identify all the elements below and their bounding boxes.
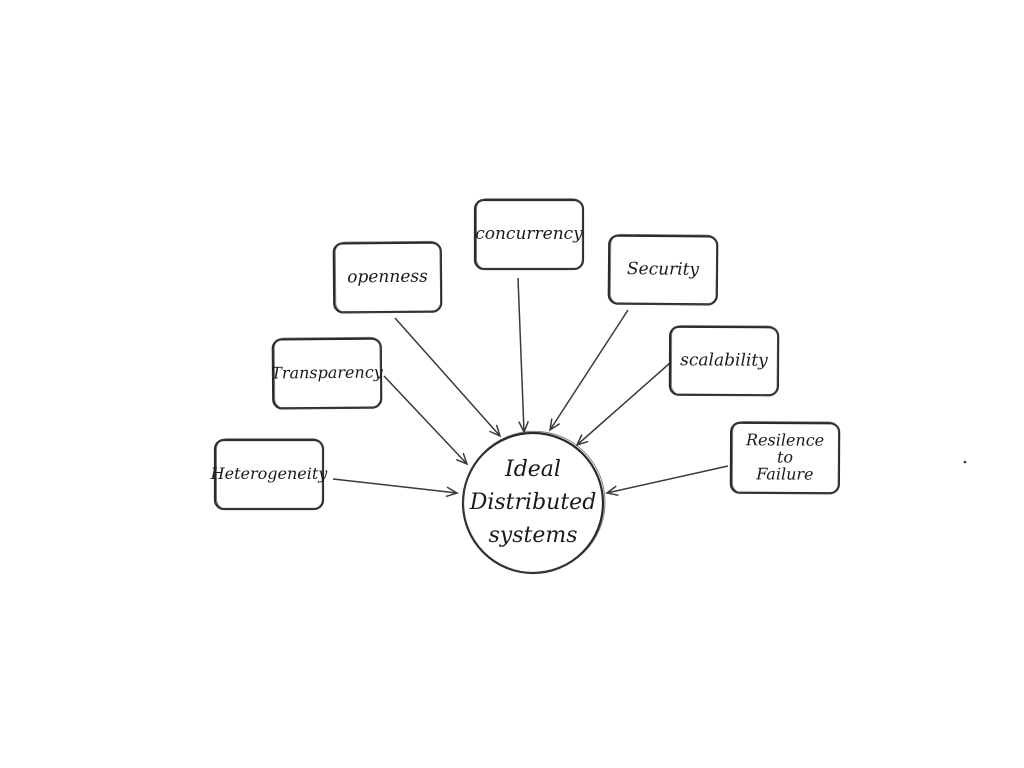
node-box-sketch-stroke: [670, 325, 779, 397]
edge-line: [549, 309, 629, 431]
node-label: scalability: [680, 350, 768, 370]
node-scalability: scalability: [668, 325, 780, 397]
edge-transparency-to-center: [383, 375, 469, 466]
center-label: Distributed: [469, 490, 597, 515]
edge-heterogeneity-to-center: [332, 478, 459, 498]
node-label: Transparency: [271, 363, 384, 383]
arrowhead: [489, 424, 502, 438]
arrowhead: [456, 452, 469, 466]
edges-layer: [332, 277, 729, 498]
node-label: openness: [347, 267, 428, 288]
node-label: Security: [627, 259, 700, 280]
edge-line: [606, 465, 729, 494]
edge-line: [576, 362, 671, 446]
node-transparency: Transparency: [271, 336, 384, 410]
arrowhead: [605, 485, 619, 496]
node-security: Security: [607, 233, 719, 306]
edge-openness-to-center: [394, 317, 502, 438]
edge-scalability-to-center: [575, 362, 671, 447]
arrowhead: [445, 486, 459, 498]
edge-line: [394, 317, 501, 437]
node-box-sketch-stroke: [476, 198, 583, 270]
node-box-sketch-stroke: [609, 233, 718, 306]
center-circle-sketch-stroke: [462, 430, 606, 574]
node-label: Failure: [755, 464, 813, 483]
node-concurrency: concurrency: [473, 198, 585, 271]
node-label: to: [777, 447, 793, 466]
center-label: systems: [488, 523, 577, 548]
node-label: concurrency: [475, 224, 583, 244]
edge-security-to-center: [548, 309, 629, 432]
node-box-sketch-stroke: [273, 336, 382, 410]
edge-concurrency-to-center: [517, 277, 529, 434]
edge-line: [517, 277, 525, 433]
stray-dot: [963, 460, 967, 464]
node-box-sketch-stroke: [731, 421, 840, 495]
node-box-sketch-stroke: [334, 240, 442, 314]
edge-line: [383, 375, 468, 465]
node-box-sketch-stroke: [216, 438, 323, 510]
edge-line: [332, 478, 458, 494]
node-label: Heterogeneity: [210, 464, 329, 483]
edge-resilience-to-center: [605, 465, 729, 496]
node-heterogeneity: Heterogeneity: [210, 438, 329, 511]
center-label: Ideal: [504, 457, 561, 482]
node-openness: openness: [332, 240, 443, 314]
node-label: Resilence: [745, 430, 824, 449]
arrowhead: [548, 418, 560, 432]
